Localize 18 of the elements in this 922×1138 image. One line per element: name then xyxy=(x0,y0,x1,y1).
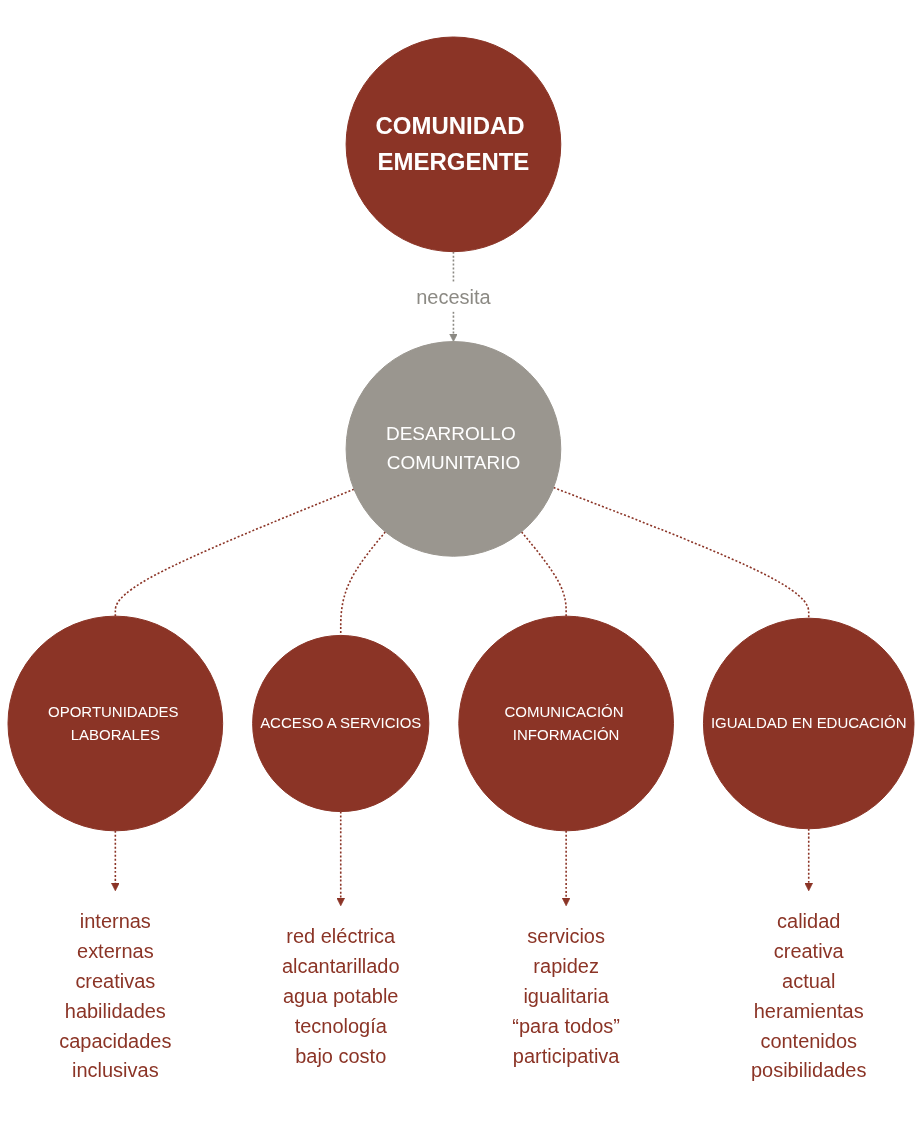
connector xyxy=(520,531,567,618)
node-circle: IGUALDAD EN EDUCACIÓN xyxy=(702,618,915,830)
node-circle: OPORTUNIDADES LABORALES xyxy=(7,615,224,832)
arrow xyxy=(804,828,814,892)
node-text: calidad creativa actual heramientas contenidos posibilidades xyxy=(750,910,867,1082)
arrow xyxy=(336,811,346,907)
arrow xyxy=(561,830,571,907)
connector xyxy=(552,487,810,620)
arrow xyxy=(110,830,120,892)
connector xyxy=(114,488,355,618)
node-text: internas externas creativas habilidades capacidades inclusivas xyxy=(59,910,172,1082)
node-circle: COMUNIDAD EMERGENTE xyxy=(345,36,562,253)
node-text: red eléctrica alcantarillado agua potable tecnología bajo costo xyxy=(281,924,400,1067)
node-circle: COMUNICACIÓN INFORMACIÓN xyxy=(458,615,674,832)
node-circle: ACCESO A SERVICIOS xyxy=(252,635,430,813)
node-text: servicios rapidez igualitaria “para todos” participativa xyxy=(512,924,620,1067)
node-circle: DESARROLLO COMUNITARIO xyxy=(345,341,562,557)
edge-label: necesita xyxy=(416,285,491,308)
